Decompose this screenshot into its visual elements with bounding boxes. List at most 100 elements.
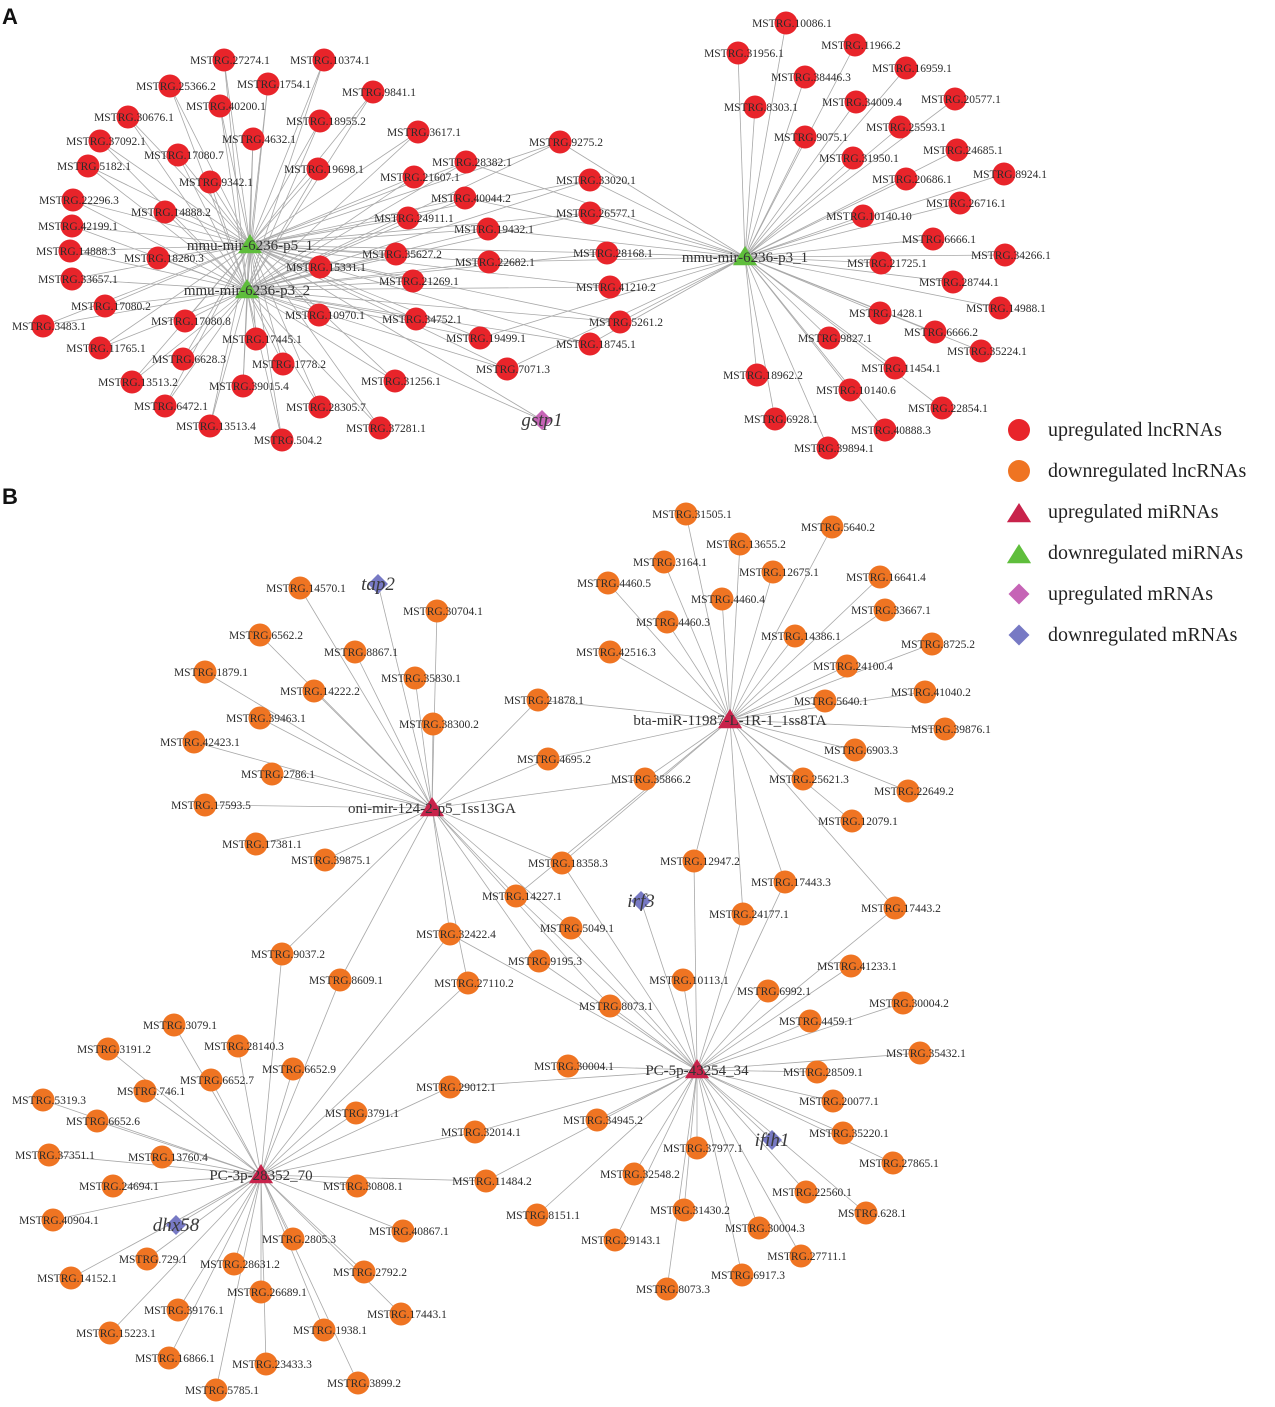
net-b-lnc-node-mstrg-35220-1 <box>831 1121 855 1145</box>
net-a-lnc-node-mstrg-8303-1 <box>743 95 767 119</box>
net-b-lnc-label-mstrg-24694-1: MSTRG.24694.1 <box>79 1181 159 1193</box>
net-b-edge-mstrg-746-1-b4 <box>144 1090 262 1176</box>
net-b-lnc-node-mstrg-6652-7 <box>199 1068 223 1092</box>
net-b-edge-mstrg-14152-1-b4 <box>70 1174 262 1279</box>
net-a-lnc-label-mstrg-28744-1: MSTRG.28744.1 <box>919 277 999 289</box>
net-b-lnc-node-mstrg-17443-3 <box>773 870 797 894</box>
net-a-lnc-label-mstrg-31956-1: MSTRG.31956.1 <box>704 48 784 60</box>
net-a-edge-mstrg-20686-1-h3 <box>744 178 907 258</box>
net-a-lnc-node-mstrg-18745-1 <box>578 332 602 356</box>
net-a-edge-mstrg-24685-1-h3 <box>744 149 958 258</box>
panel-b-label: B <box>2 484 18 509</box>
net-b-edge-mstrg-4460-5-b2 <box>607 582 731 721</box>
net-b-lnc-node-mstrg-37977-1 <box>685 1136 709 1160</box>
net-a-lnc-label-mstrg-17080-8: MSTRG.17080.8 <box>151 316 231 328</box>
net-b-edge-mstrg-30004-3-b3 <box>696 1069 760 1229</box>
net-a-edge-mstrg-1778-2-h2 <box>246 289 284 365</box>
net-a-edge-mstrg-17080-7-h2 <box>177 154 248 291</box>
net-a-lnc-node-mstrg-1778-2 <box>271 352 295 376</box>
net-b-lnc-label-mstrg-6652-7: MSTRG.6652.7 <box>180 1075 254 1087</box>
net-b-edge-mstrg-42423-1-b1 <box>193 741 433 809</box>
net-a-lnc-node-mstrg-6472-1 <box>153 394 177 418</box>
net-a-lnc-node-mstrg-9075-1 <box>793 125 817 149</box>
net-a-lnc-node-mstrg-31256-1 <box>383 369 407 393</box>
net-a-lnc-label-mstrg-14988-1: MSTRG.14988.1 <box>966 303 1046 315</box>
net-b-lnc-label-mstrg-17443-3: MSTRG.17443.3 <box>751 877 831 889</box>
net-a-lnc-node-mstrg-21607-1 <box>402 165 426 189</box>
net-a-edge-mstrg-27274-1-h1 <box>223 59 251 246</box>
net-a-edge-mstrg-21725-1-h3 <box>744 256 882 264</box>
net-a-lnc-label-mstrg-40888-3: MSTRG.40888.3 <box>851 425 931 437</box>
net-a-lnc-node-mstrg-19499-1 <box>468 326 492 350</box>
net-a-edge-mstrg-37092-1-h1 <box>99 140 251 246</box>
net-b-edge-mstrg-14227-1-b3 <box>515 895 698 1071</box>
net-b-lnc-node-mstrg-2792-2 <box>352 1260 376 1284</box>
net-b-lnc-label-mstrg-8073-1: MSTRG.8073.1 <box>579 1001 653 1013</box>
net-b-edge-mstrg-21878-1-b1 <box>431 699 539 809</box>
net-b-lnc-label-mstrg-29143-1: MSTRG.29143.1 <box>581 1235 661 1247</box>
net-b-lnc-label-mstrg-40904-1: MSTRG.40904.1 <box>19 1215 99 1227</box>
net-b-edge-mstrg-3191-2-b4 <box>107 1048 262 1176</box>
net-b-edge-mstrg-10113-1-b3 <box>682 979 698 1071</box>
net-b-edge-mstrg-4459-1-b3 <box>696 1020 811 1071</box>
net-b-edge-mstrg-42516-3-b2 <box>609 651 731 721</box>
net-a-lnc-label-mstrg-20686-1: MSTRG.20686.1 <box>872 174 952 186</box>
net-a-lnc-node-mstrg-6628-3 <box>171 347 195 371</box>
net-a-edge-mstrg-22682-1-h1 <box>249 244 490 263</box>
net-a-lnc-label-mstrg-22682-1: MSTRG.22682.1 <box>455 257 535 269</box>
net-b-lnc-label-mstrg-2805-3: MSTRG.2805.3 <box>262 1234 336 1246</box>
net-a-lnc-node-mstrg-9275-2 <box>548 130 572 154</box>
net-a-lnc-node-mstrg-24685-1 <box>945 138 969 162</box>
net-a-edge-mstrg-14888-2-h1 <box>164 211 251 246</box>
net-b-lnc-node-mstrg-2805-3 <box>281 1227 305 1251</box>
net-a-edge-mstrg-28168-1-h1 <box>249 244 608 254</box>
net-a-edge-mstrg-6628-3-h1 <box>182 244 251 360</box>
net-a-edge-mstrg-9075-1-h3 <box>744 136 806 258</box>
net-b-lnc-label-mstrg-32422-4: MSTRG.32422.4 <box>416 929 496 941</box>
net-b-lnc-node-mstrg-5319-3 <box>31 1088 55 1112</box>
net-b-lnc-label-mstrg-26689-1: MSTRG.26689.1 <box>227 1287 307 1299</box>
net-b-lnc-node-mstrg-28631-2 <box>222 1252 246 1276</box>
net-a-edge-mstrg-39894-1-h3 <box>744 256 829 449</box>
net-b-lnc-label-mstrg-1879-1: MSTRG.1879.1 <box>174 667 248 679</box>
net-b-lnc-node-mstrg-22560-1 <box>794 1180 818 1204</box>
net-b-edge-mstrg-17443-2-b3 <box>696 907 896 1071</box>
net-a-edge-mstrg-38446-3-h3 <box>744 76 806 258</box>
net-a-edge-mstrg-18745-1-h1 <box>249 244 591 345</box>
net-a-lnc-node-mstrg-1428-1 <box>868 301 892 325</box>
net-a-lnc-label-mstrg-19698-1: MSTRG.19698.1 <box>284 164 364 176</box>
net-a-lnc-label-mstrg-18955-2: MSTRG.18955.2 <box>286 116 366 128</box>
net-b-lnc-node-mstrg-6652-9 <box>281 1057 305 1081</box>
net-a-lnc-node-mstrg-40200-1 <box>208 94 232 118</box>
net-a-edge-mstrg-40888-3-h3 <box>744 256 886 431</box>
net-b-lnc-label-mstrg-21878-1: MSTRG.21878.1 <box>504 695 584 707</box>
net-b-edge-mstrg-28140-3-b4 <box>237 1045 262 1176</box>
legend-label: downregulated miRNAs <box>1048 542 1243 564</box>
net-a-lnc-label-mstrg-20577-1: MSTRG.20577.1 <box>921 94 1001 106</box>
net-a-lnc-label-mstrg-5182-1: MSTRG.5182.1 <box>57 161 131 173</box>
net-b-edge-mstrg-12947-2-b2 <box>693 719 731 862</box>
net-a-lnc-label-mstrg-10970-1: MSTRG.10970.1 <box>285 310 365 322</box>
net-b-gene-node-ifih1 <box>762 1130 782 1150</box>
net-b-lnc-node-mstrg-41233-1 <box>839 954 863 978</box>
net-b-lnc-label-mstrg-22560-1: MSTRG.22560.1 <box>772 1187 852 1199</box>
net-a-edge-mstrg-504-2-h2 <box>246 289 283 441</box>
net-b-lnc-node-mstrg-42423-1 <box>182 730 206 754</box>
net-a-lnc-label-mstrg-22296-3: MSTRG.22296.3 <box>39 195 119 207</box>
net-a-edge-gstp1-h2 <box>246 289 543 421</box>
net-b-lnc-label-mstrg-9037-2: MSTRG.9037.2 <box>251 949 325 961</box>
net-a-edge-mstrg-33020-1-h1 <box>249 179 591 246</box>
net-b-edge-mstrg-27711-1-b3 <box>696 1069 802 1257</box>
net-a-edge-mstrg-5261-2-h1 <box>249 244 621 323</box>
net-a-edge-mstrg-21269-1-h2 <box>246 280 414 291</box>
net-b-lnc-label-mstrg-39875-1: MSTRG.39875.1 <box>291 855 371 867</box>
net-b-lnc-node-mstrg-27110-2 <box>456 971 480 995</box>
net-b-lnc-label-mstrg-35866-2: MSTRG.35866.2 <box>611 774 691 786</box>
net-b-edge-mstrg-17381-1-b1 <box>255 807 433 845</box>
net-b-lnc-label-mstrg-15223-1: MSTRG.15223.1 <box>76 1328 156 1340</box>
net-a-lnc-label-mstrg-13513-4: MSTRG.13513.4 <box>176 421 256 433</box>
net-a-lnc-label-mstrg-35627-2: MSTRG.35627.2 <box>362 249 442 261</box>
net-a-lnc-node-mstrg-28744-1 <box>941 270 965 294</box>
net-a-lnc-label-mstrg-34266-1: MSTRG.34266.1 <box>971 250 1051 262</box>
